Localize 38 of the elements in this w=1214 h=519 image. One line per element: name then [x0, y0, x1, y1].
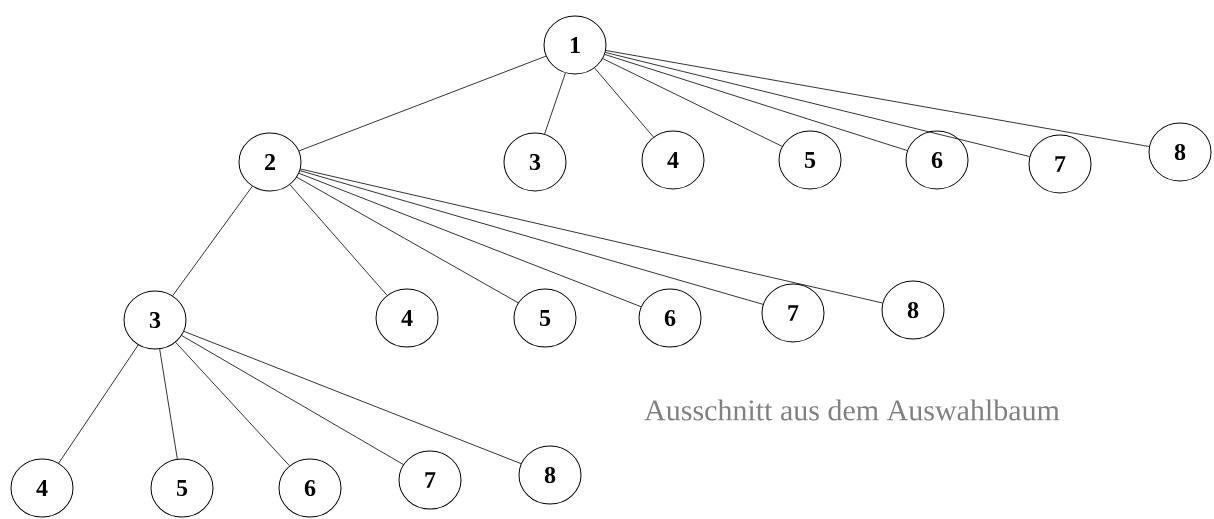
connector-line	[604, 54, 908, 151]
tree-node: 3	[123, 290, 187, 350]
tree-node: 4	[641, 130, 705, 190]
connector-line	[605, 50, 1150, 147]
tree-node: 4	[10, 458, 74, 518]
connector-line	[181, 335, 404, 465]
connector-line	[159, 348, 178, 460]
connector-line	[298, 172, 642, 308]
connector-line	[183, 331, 522, 464]
tree-node: 8	[881, 280, 945, 340]
tree-node: 6	[638, 288, 702, 348]
tree-node: 5	[778, 130, 842, 190]
connector-line	[296, 176, 519, 304]
connector-line	[300, 168, 883, 304]
tree-node: 3	[503, 132, 567, 192]
tree-node: 7	[1028, 134, 1092, 194]
tree-node: 1	[543, 15, 607, 75]
connector-line	[544, 72, 566, 135]
caption: Ausschnitt aus dem Auswahlbaum	[644, 399, 1060, 421]
connector-line	[175, 341, 290, 467]
connector-line	[299, 170, 764, 305]
tree-node: 5	[150, 458, 214, 518]
connector-line	[594, 67, 654, 138]
connector-line	[298, 55, 547, 152]
connector-line	[172, 186, 253, 297]
tree-node: 7	[761, 283, 825, 343]
connector-line	[602, 58, 783, 147]
tree-node: 2	[238, 132, 302, 192]
tree-node: 4	[375, 288, 439, 348]
connector-line	[289, 184, 388, 296]
connector-line	[58, 344, 139, 464]
tree-node: 8	[518, 445, 582, 505]
tree-node: 5	[513, 288, 577, 348]
connector-line	[605, 52, 1030, 157]
tree-node: 6	[278, 458, 342, 518]
tree-node: 8	[1148, 122, 1212, 182]
tree-node: 7	[398, 450, 462, 510]
tree-node: 6	[905, 130, 969, 190]
